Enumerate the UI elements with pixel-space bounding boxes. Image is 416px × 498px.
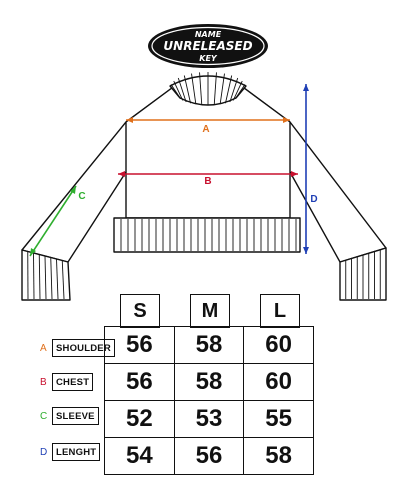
size-header-s: S: [120, 294, 160, 328]
value-chest-s: 56: [104, 363, 175, 401]
logo-line-2: UNRELEASED: [163, 39, 252, 53]
table-row: 56 58 60: [104, 363, 314, 401]
table-row: 56 58 60: [104, 326, 314, 364]
row-letter-b: B: [40, 376, 47, 388]
value-chest-l: 60: [243, 363, 314, 401]
value-sleeve-l: 55: [243, 400, 314, 438]
size-value-table: 56 58 60 56 58 60 52 53 55 54 56 58: [104, 326, 314, 475]
brand-logo: NAME UNRELEASED KEY: [148, 24, 268, 68]
value-sleeve-s: 52: [104, 400, 175, 438]
value-length-s: 54: [104, 437, 175, 475]
row-name-length: LENGHT: [52, 443, 101, 461]
row-name-chest: CHEST: [52, 373, 94, 391]
measure-a-shoulder: A: [126, 117, 290, 135]
value-chest-m: 58: [173, 363, 245, 401]
table-row: 54 56 58: [104, 437, 314, 475]
value-shoulder-s: 56: [104, 326, 175, 364]
measure-d-length: D: [303, 84, 318, 254]
logo-line-1: NAME: [195, 30, 222, 39]
hem-ribbing: [113, 217, 301, 253]
measure-label-b: B: [204, 176, 211, 187]
measure-label-c: C: [78, 191, 85, 202]
value-length-l: 58: [243, 437, 314, 475]
sweater-illustration: [21, 75, 387, 301]
row-letter-d: D: [40, 446, 48, 458]
measure-b-chest: B: [118, 171, 298, 187]
size-header-m: M: [190, 294, 230, 328]
measure-label-d: D: [310, 194, 317, 205]
row-label-sleeve: C SLEEVE: [40, 406, 99, 426]
row-letter-c: C: [40, 410, 48, 422]
value-shoulder-m: 58: [173, 326, 245, 364]
table-row: 52 53 55: [104, 400, 314, 438]
size-header-l: L: [260, 294, 300, 328]
row-label-chest: B CHEST: [40, 372, 94, 392]
logo-line-3: KEY: [199, 54, 218, 63]
row-name-sleeve: SLEEVE: [52, 407, 99, 425]
measure-label-a: A: [202, 124, 209, 135]
value-length-m: 56: [173, 437, 245, 475]
row-label-length: D LENGHT: [40, 442, 101, 462]
measure-c-sleeve: C: [29, 185, 86, 257]
value-shoulder-l: 60: [243, 326, 314, 364]
row-letter-a: A: [40, 342, 47, 354]
ribbing-lines: [27, 72, 381, 300]
value-sleeve-m: 53: [173, 400, 245, 438]
